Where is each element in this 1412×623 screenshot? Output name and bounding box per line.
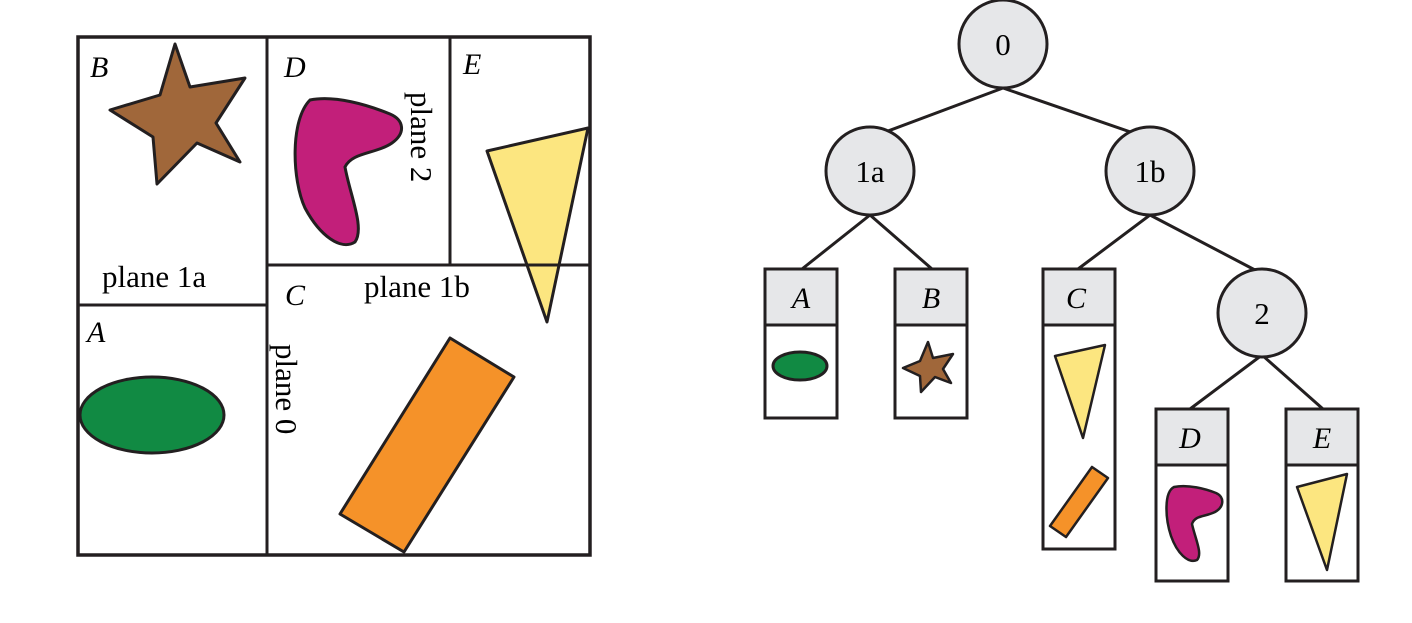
leaf-b-label: B <box>922 282 940 315</box>
node-2: 2 <box>1216 267 1308 359</box>
edge-1a-a <box>801 213 871 271</box>
node-1b-circle <box>1104 125 1196 217</box>
leaf-e-header <box>1286 409 1358 465</box>
edge-1b-c <box>1077 213 1151 271</box>
node-1a-circle <box>824 125 916 217</box>
leaf-c-rectangle-icon <box>1048 465 1110 539</box>
rectangle-shape-c <box>338 336 516 554</box>
leaf-a-label: A <box>790 282 811 315</box>
edge-2-d <box>1189 353 1263 411</box>
leaf-d-label: D <box>1178 422 1201 455</box>
plane-label-2: plane 2 <box>404 92 439 182</box>
leaf-c: C <box>1041 267 1117 551</box>
node-1a: 1a <box>824 125 916 217</box>
region-label-c: C <box>285 279 306 312</box>
leaf-e-label: E <box>1312 422 1331 455</box>
edge-2-e <box>1261 353 1324 411</box>
leaf-c-header <box>1043 269 1115 325</box>
leaf-b: B <box>893 267 969 420</box>
leaf-e: E <box>1284 407 1360 583</box>
leaf-c-box <box>1041 267 1117 551</box>
triangle-shape-e <box>485 126 590 324</box>
leaf-d-box <box>1154 407 1230 583</box>
leaf-e-box <box>1284 407 1360 583</box>
blob-shape-d <box>293 97 403 247</box>
leaf-b-header <box>895 269 967 325</box>
partition-scene: B D E A C plane 1a plane 1b plane 0 plan… <box>76 35 592 557</box>
leaf-c-triangle-icon <box>1053 343 1107 440</box>
star-shape-b <box>108 42 247 186</box>
node-1b-label: 1b <box>1135 154 1166 189</box>
leaf-d: D <box>1154 407 1230 583</box>
node-0-circle <box>957 0 1049 90</box>
scene-border <box>76 35 592 557</box>
region-label-b: B <box>90 51 108 84</box>
leaf-b-box <box>893 267 969 420</box>
leaf-d-blob-icon <box>1165 484 1224 563</box>
region-label-e: E <box>462 48 481 81</box>
leaf-e-triangle-icon <box>1295 472 1349 572</box>
leaf-c-label: C <box>1066 282 1087 315</box>
plane-label-0: plane 0 <box>269 344 304 434</box>
edge-0-1a <box>871 86 1004 139</box>
plane-label-1a: plane 1a <box>102 259 206 294</box>
node-1b: 1b <box>1104 125 1196 217</box>
region-label-a: A <box>85 316 106 349</box>
leaf-d-header <box>1156 409 1228 465</box>
leaf-a-ellipse-icon <box>771 350 829 382</box>
node-0: 0 <box>957 0 1049 90</box>
edge-0-1b <box>1002 86 1146 139</box>
node-1a-label: 1a <box>855 154 885 189</box>
leaf-a-header <box>765 269 837 325</box>
region-label-d: D <box>283 51 306 84</box>
leaf-b-star-icon <box>901 340 955 394</box>
leaf-a-box <box>763 267 839 420</box>
leaf-a: A <box>763 267 839 420</box>
tree-edges <box>801 86 1324 411</box>
node-0-label: 0 <box>995 27 1011 62</box>
plane-label-1b: plane 1b <box>364 269 470 304</box>
edge-1b-2 <box>1149 213 1256 272</box>
edge-1a-b <box>869 213 933 271</box>
node-2-label: 2 <box>1254 296 1270 331</box>
node-2-circle <box>1216 267 1308 359</box>
ellipse-shape-a <box>78 375 226 455</box>
bsp-tree: 0 1a 1b 2 A B <box>763 0 1360 583</box>
